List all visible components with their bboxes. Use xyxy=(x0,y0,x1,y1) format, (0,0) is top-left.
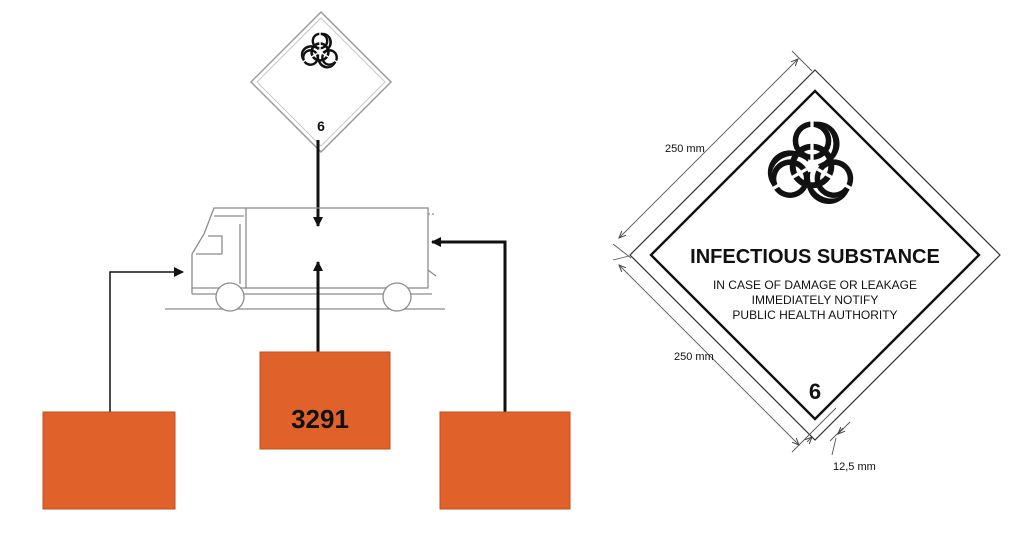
label-line-1: IN CASE OF DAMAGE OR LEAKAGE xyxy=(713,278,917,292)
label-class-number: 6 xyxy=(809,379,821,404)
un-number: 3291 xyxy=(291,404,349,434)
dimension-lines xyxy=(612,50,851,456)
label-line-2: IMMEDIATELY NOTIFY xyxy=(752,293,879,307)
orange-panel-center: 3291 xyxy=(259,351,391,450)
class-6-placard: 6 xyxy=(249,10,393,154)
truck-icon xyxy=(165,207,445,312)
left-panel-arrow xyxy=(109,267,184,412)
label-line-3: PUBLIC HEALTH AUTHORITY xyxy=(732,308,897,322)
infectious-substance-label: INFECTIOUS SUBSTANCE IN CASE OF DAMAGE O… xyxy=(612,50,1001,473)
placard-class-number: 6 xyxy=(317,118,325,134)
label-title: INFECTIOUS SUBSTANCE xyxy=(690,246,940,268)
right-panel-arrow xyxy=(431,237,507,412)
dimension-upper-side: 250 mm xyxy=(665,143,705,155)
left-diagram: 6 xyxy=(42,10,571,510)
dimension-lower-side: 250 mm xyxy=(674,351,714,363)
dimension-border: 12,5 mm xyxy=(833,461,876,473)
orange-panel-right xyxy=(439,411,571,510)
orange-panel-left xyxy=(42,411,176,510)
